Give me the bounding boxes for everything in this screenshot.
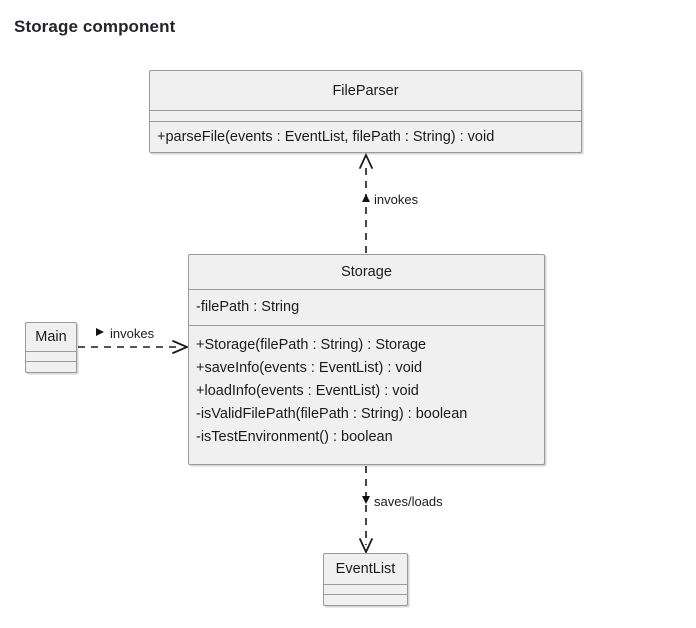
connector-main-to-storage xyxy=(78,340,190,354)
class-name-fileparser: FileParser xyxy=(332,82,399,99)
method-row: +Storage(filePath : String) : Storage xyxy=(196,337,427,353)
direction-triangle-right-icon xyxy=(96,328,104,336)
methods-compartment-storage: +Storage(filePath : String) : Storage +s… xyxy=(189,325,544,464)
methods-compartment-eventlist xyxy=(324,594,407,605)
class-name-storage: Storage xyxy=(341,264,392,280)
method-row: +parseFile(events : EventList, filePath … xyxy=(157,128,495,145)
connector-label-invokes-fileparser: invokes xyxy=(374,192,419,207)
methods-compartment-fileparser: +parseFile(events : EventList, filePath … xyxy=(150,121,581,152)
method-row: +loadInfo(events : EventList) : void xyxy=(196,383,419,399)
method-row: +saveInfo(events : EventList) : void xyxy=(196,360,423,376)
method-row: -isValidFilePath(filePath : String) : bo… xyxy=(196,406,468,422)
direction-triangle-down-icon xyxy=(362,496,370,504)
page-title: Storage component xyxy=(14,17,176,36)
class-name-eventlist: EventList xyxy=(335,561,396,577)
direction-triangle-up-icon xyxy=(362,194,370,202)
attribute-row: -filePath : String xyxy=(196,299,300,315)
connector-label-invokes-main: invokes xyxy=(110,326,155,341)
attributes-compartment-storage: -filePath : String xyxy=(189,289,544,325)
connector-label-saves-loads: saves/loads xyxy=(374,494,443,509)
uml-class-main[interactable]: Main xyxy=(25,322,77,373)
class-name-main: Main xyxy=(35,329,67,345)
attributes-compartment-fileparser xyxy=(150,110,581,121)
connector-storage-to-eventlist xyxy=(359,466,373,555)
methods-compartment-main xyxy=(26,361,76,372)
attributes-compartment-eventlist xyxy=(324,584,407,594)
connector-storage-to-fileparser xyxy=(359,152,373,253)
attributes-compartment-main xyxy=(26,351,76,361)
arrowhead-open-right xyxy=(172,340,190,354)
arrowhead-open-down xyxy=(359,538,373,555)
uml-class-storage[interactable]: Storage -filePath : String +Storage(file… xyxy=(188,254,545,465)
arrowhead-open-up xyxy=(359,152,373,169)
uml-class-fileparser[interactable]: FileParser +parseFile(events : EventList… xyxy=(149,70,582,153)
method-row: -isTestEnvironment() : boolean xyxy=(196,429,393,445)
uml-class-eventlist[interactable]: EventList xyxy=(323,553,408,606)
